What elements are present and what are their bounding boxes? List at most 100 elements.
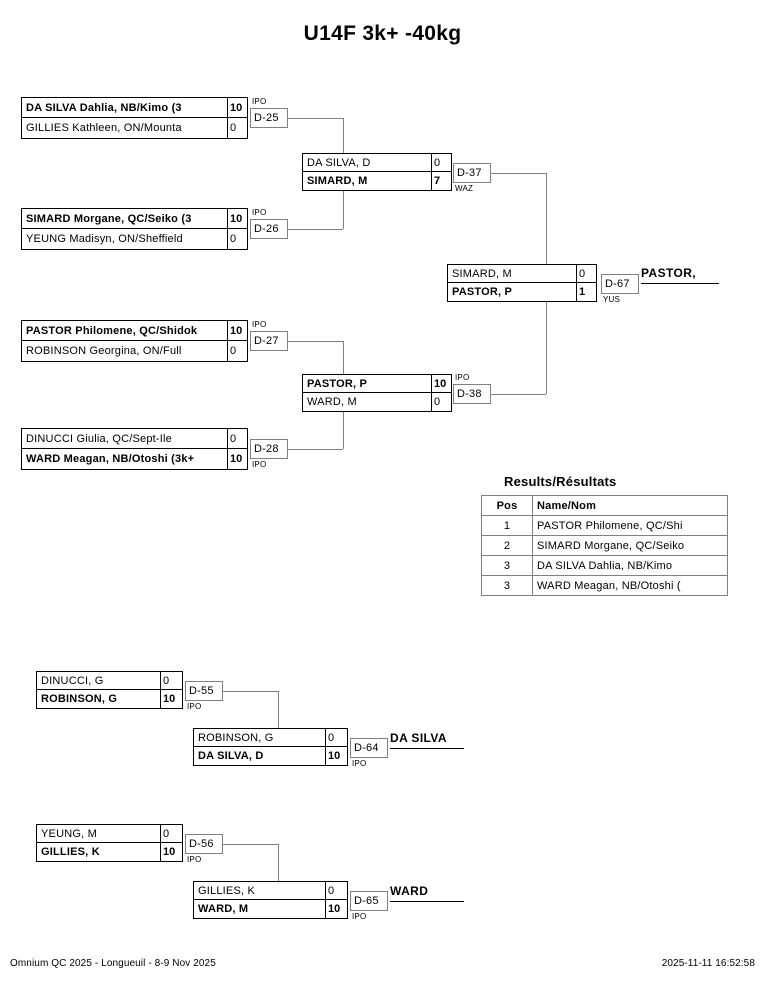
result-name: SIMARD Morgane, QC/Seiko — [532, 535, 728, 556]
match-row-competitor[interactable]: GILLIES, K 10 — [37, 843, 182, 861]
competitor-name: SIMARD Morgane, QC/Seiko (3 — [26, 212, 192, 225]
fight-method-d55: IPO — [187, 702, 202, 711]
match-row-competitor[interactable]: ROBINSON, G 10 — [37, 690, 182, 708]
competitor-name: GILLIES, K — [198, 884, 256, 897]
competitor-name: YEUNG, M — [41, 827, 97, 840]
match-row-competitor[interactable]: YEUNG Madisyn, ON/Sheffield 0 — [22, 229, 247, 249]
table-row: 3 WARD Meagan, NB/Otoshi ( — [481, 575, 728, 596]
fight-number-d25[interactable]: D-25 — [250, 108, 288, 128]
connector-line — [343, 410, 344, 449]
match-d37[interactable]: DA SILVA, D 0 SIMARD, M 7 — [302, 153, 452, 191]
competitor-score: 10 — [227, 209, 247, 228]
competitor-name: DA SILVA, D — [307, 156, 371, 169]
competitor-name: WARD Meagan, NB/Otoshi (3k+ — [26, 453, 195, 465]
connector-line — [546, 173, 547, 276]
fight-method-d38: IPO — [455, 373, 470, 382]
result-name: WARD Meagan, NB/Otoshi ( — [532, 575, 728, 596]
competitor-score: 0 — [227, 341, 247, 361]
fight-number-d37[interactable]: D-37 — [453, 163, 491, 183]
fight-method-d26: IPO — [252, 208, 267, 217]
match-d38[interactable]: PASTOR, P 10 WARD, M 0 — [302, 374, 452, 412]
result-position: 3 — [481, 575, 533, 596]
repechage-a-winner-label: DA SILVA — [390, 731, 447, 745]
match-row-competitor[interactable]: SIMARD Morgane, QC/Seiko (3 10 — [22, 209, 247, 229]
competitor-score: 10 — [160, 843, 182, 861]
competitor-score: 0 — [431, 393, 451, 411]
connector-line — [343, 341, 344, 391]
competitor-name: YEUNG Madisyn, ON/Sheffield — [26, 233, 183, 245]
competitor-score: 7 — [431, 172, 451, 190]
match-row-competitor[interactable]: PASTOR Philomene, QC/Shidok 10 — [22, 321, 247, 341]
match-d64[interactable]: ROBINSON, G 0 DA SILVA, D 10 — [193, 728, 348, 766]
match-d56[interactable]: YEUNG, M 0 GILLIES, K 10 — [36, 824, 183, 862]
final-winner-label: PASTOR, — [641, 266, 697, 280]
competitor-name: DA SILVA, D — [198, 750, 264, 762]
result-name: DA SILVA Dahlia, NB/Kimo — [532, 555, 728, 576]
match-row-competitor[interactable]: SIMARD, M 0 — [448, 265, 596, 283]
competitor-score: 0 — [576, 265, 596, 282]
match-row-competitor[interactable]: GILLIES Kathleen, ON/Mounta 0 — [22, 118, 247, 138]
competitor-score: 0 — [325, 729, 347, 746]
match-row-competitor[interactable]: YEUNG, M 0 — [37, 825, 182, 843]
fight-number-d65[interactable]: D-65 — [350, 891, 388, 911]
repechage-a-winner-underline — [390, 748, 464, 749]
fight-number-d64[interactable]: D-64 — [350, 738, 388, 758]
fight-number-d28[interactable]: D-28 — [250, 439, 288, 459]
connector-line — [288, 118, 343, 119]
competitor-name: WARD, M — [198, 903, 249, 915]
connector-line — [288, 449, 343, 450]
match-row-competitor[interactable]: DA SILVA, D 10 — [194, 747, 347, 765]
match-row-competitor[interactable]: WARD, M 0 — [303, 393, 451, 411]
connector-line — [278, 844, 279, 883]
match-row-competitor[interactable]: DINUCCI, G 0 — [37, 672, 182, 690]
match-row-competitor[interactable]: DINUCCI Giulia, QC/Sept-Ile 0 — [22, 429, 247, 449]
match-row-competitor[interactable]: GILLIES, K 0 — [194, 882, 347, 900]
table-row: 2 SIMARD Morgane, QC/Seiko — [481, 535, 728, 556]
competitor-name: GILLIES Kathleen, ON/Mounta — [26, 122, 182, 134]
final-winner-underline — [641, 283, 719, 284]
connector-line — [491, 394, 546, 395]
competitor-score: 10 — [160, 690, 182, 708]
fight-number-d26[interactable]: D-26 — [250, 219, 288, 239]
connector-line — [491, 173, 546, 174]
competitor-score: 0 — [227, 229, 247, 249]
fight-method-d37: WAZ — [455, 184, 474, 193]
fight-number-d55[interactable]: D-55 — [185, 681, 223, 701]
competitor-name: DINUCCI, G — [41, 674, 104, 687]
match-row-competitor[interactable]: WARD, M 10 — [194, 900, 347, 918]
competitor-score: 0 — [160, 825, 182, 842]
fight-method-d67: YUS — [603, 295, 621, 304]
repechage-b-winner-underline — [390, 901, 464, 902]
match-d27[interactable]: PASTOR Philomene, QC/Shidok 10 ROBINSON … — [21, 320, 248, 362]
match-row-competitor[interactable]: SIMARD, M 7 — [303, 172, 451, 190]
footer-timestamp: 2025-11-11 16:52:58 — [661, 958, 755, 969]
match-d65[interactable]: GILLIES, K 0 WARD, M 10 — [193, 881, 348, 919]
fight-number-d56[interactable]: D-56 — [185, 834, 223, 854]
connector-line — [288, 341, 343, 342]
match-row-competitor[interactable]: PASTOR, P 1 — [448, 283, 596, 301]
results-col-name: Name/Nom — [532, 495, 728, 516]
competitor-score: 0 — [160, 672, 182, 689]
fight-number-d67[interactable]: D-67 — [601, 274, 639, 294]
result-position: 1 — [481, 515, 533, 536]
fight-number-d27[interactable]: D-27 — [250, 331, 288, 351]
match-row-competitor[interactable]: DA SILVA Dahlia, NB/Kimo (3 10 — [22, 98, 247, 118]
match-d67-final[interactable]: SIMARD, M 0 PASTOR, P 1 — [447, 264, 597, 302]
match-row-competitor[interactable]: WARD Meagan, NB/Otoshi (3k+ 10 — [22, 449, 247, 469]
match-d28[interactable]: DINUCCI Giulia, QC/Sept-Ile 0 WARD Meaga… — [21, 428, 248, 470]
match-d26[interactable]: SIMARD Morgane, QC/Seiko (3 10 YEUNG Mad… — [21, 208, 248, 250]
match-d55[interactable]: DINUCCI, G 0 ROBINSON, G 10 — [36, 671, 183, 709]
competitor-score: 0 — [325, 882, 347, 899]
fight-method-d64: IPO — [352, 759, 367, 768]
match-row-competitor[interactable]: PASTOR, P 10 — [303, 375, 451, 393]
match-row-competitor[interactable]: ROBINSON Georgina, ON/Full 0 — [22, 341, 247, 361]
fight-number-d38[interactable]: D-38 — [453, 384, 491, 404]
match-row-competitor[interactable]: ROBINSON, G 0 — [194, 729, 347, 747]
connector-line — [223, 844, 278, 845]
match-d25[interactable]: DA SILVA Dahlia, NB/Kimo (3 10 GILLIES K… — [21, 97, 248, 139]
result-name: PASTOR Philomene, QC/Shi — [532, 515, 728, 536]
repechage-b-winner-label: WARD — [390, 884, 429, 898]
match-row-competitor[interactable]: DA SILVA, D 0 — [303, 154, 451, 172]
competitor-name: ROBINSON, G — [41, 693, 118, 705]
